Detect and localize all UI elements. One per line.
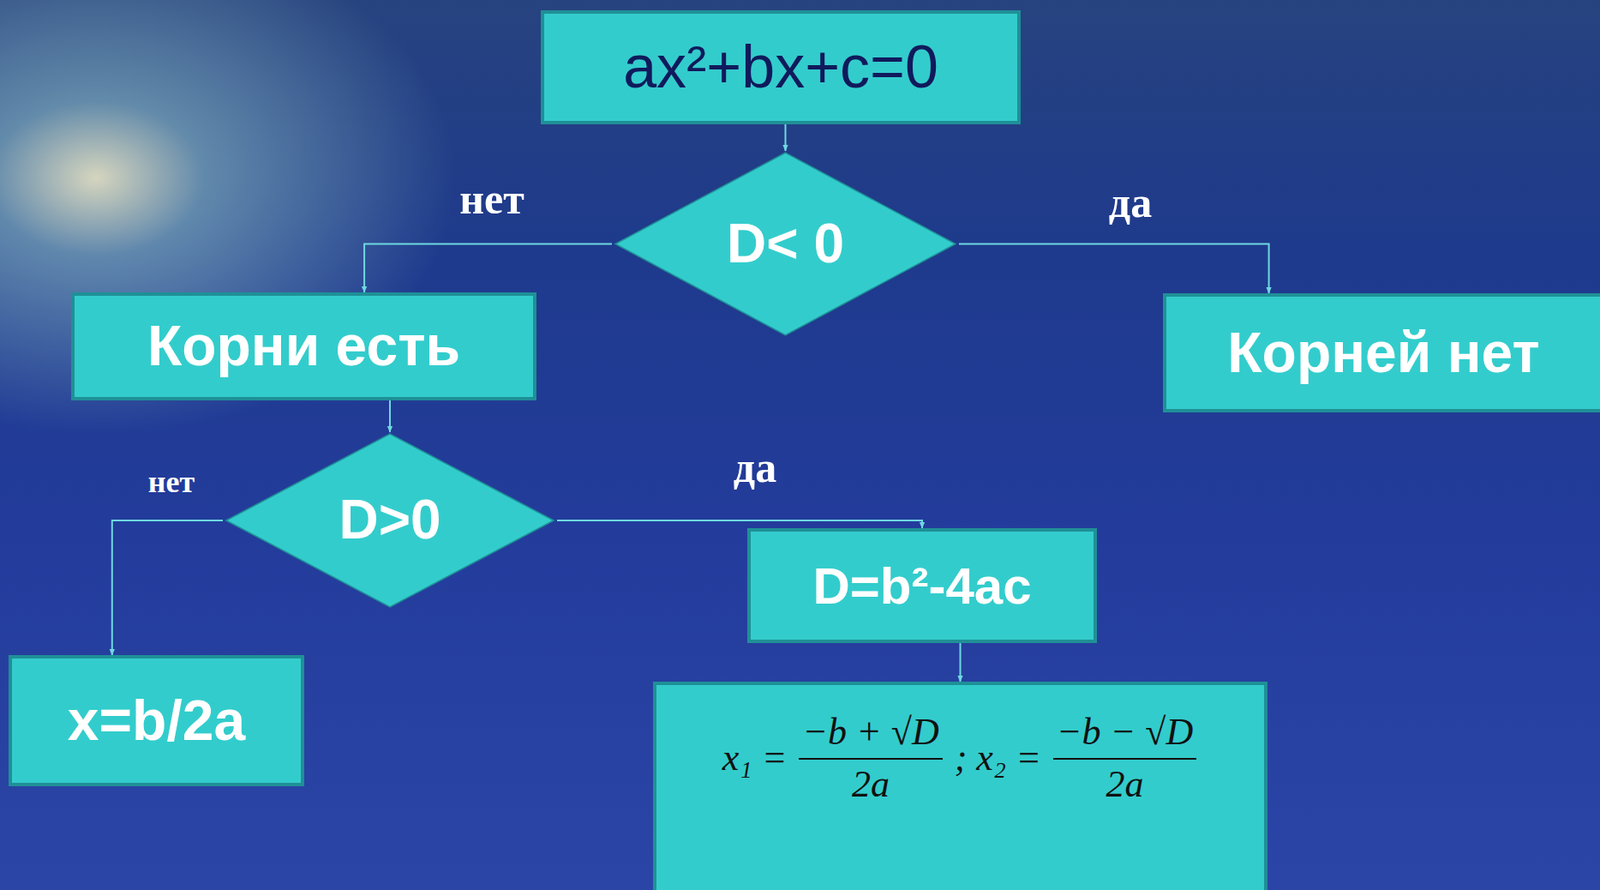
fraction: −b + √D2a bbox=[798, 710, 942, 806]
node-text: x=b/2a bbox=[67, 688, 246, 754]
edge-label: нет bbox=[148, 466, 195, 498]
edge-label: да bbox=[733, 445, 777, 489]
process-box: Корни есть bbox=[71, 292, 537, 401]
text-holder: Корней нет bbox=[1227, 320, 1540, 386]
connector bbox=[112, 520, 223, 655]
node-text: D>0 bbox=[338, 488, 441, 552]
node-text: D=b²-4ac bbox=[812, 556, 1031, 616]
formula-box: x=b/2a bbox=[8, 654, 305, 786]
node-text: −b − √D bbox=[1053, 710, 1197, 760]
text-holder: Корни есть bbox=[147, 313, 461, 379]
text-holder: D>0 bbox=[338, 488, 441, 552]
formula-row: x₁ =−b + √D2a; x₂ =−b − √D2a bbox=[717, 710, 1204, 806]
node-text: 2a bbox=[851, 759, 890, 807]
node-text: D< 0 bbox=[726, 212, 845, 276]
decision-diamond: D>0 bbox=[222, 431, 558, 609]
process-box: D=b²-4ac bbox=[747, 527, 1097, 643]
connector bbox=[785, 124, 787, 151]
connector bbox=[959, 642, 962, 682]
connector bbox=[557, 520, 923, 528]
edge-label: да bbox=[1108, 180, 1152, 224]
node-text: −b + √D bbox=[798, 710, 942, 760]
node-text: Корней нет bbox=[1227, 320, 1540, 386]
connector bbox=[364, 244, 612, 294]
connector bbox=[389, 400, 391, 432]
node-text: ; x₂ = bbox=[954, 736, 1042, 780]
text-holder: x=b/2a bbox=[67, 688, 246, 754]
decision-diamond: D< 0 bbox=[611, 150, 959, 337]
edge-label: нет bbox=[459, 177, 525, 221]
node-text: 2a bbox=[1106, 759, 1145, 807]
node-text: x₁ = bbox=[722, 736, 788, 780]
text-holder: ax²+bx+c=0 bbox=[623, 32, 939, 102]
node-text: ax²+bx+c=0 bbox=[623, 32, 939, 102]
result-box: Корней нет bbox=[1162, 293, 1600, 413]
equation-box: ax²+bx+c=0 bbox=[540, 10, 1021, 125]
node-text: Корни есть bbox=[147, 313, 461, 379]
diamond-shape bbox=[226, 433, 554, 607]
diamond-shape bbox=[615, 152, 956, 336]
text-holder: D=b²-4ac bbox=[812, 556, 1031, 616]
connector bbox=[958, 244, 1270, 294]
text-holder: D< 0 bbox=[726, 212, 845, 276]
formula-box: x₁ =−b + √D2a; x₂ =−b − √D2a bbox=[653, 681, 1268, 890]
fraction: −b − √D2a bbox=[1053, 710, 1197, 806]
